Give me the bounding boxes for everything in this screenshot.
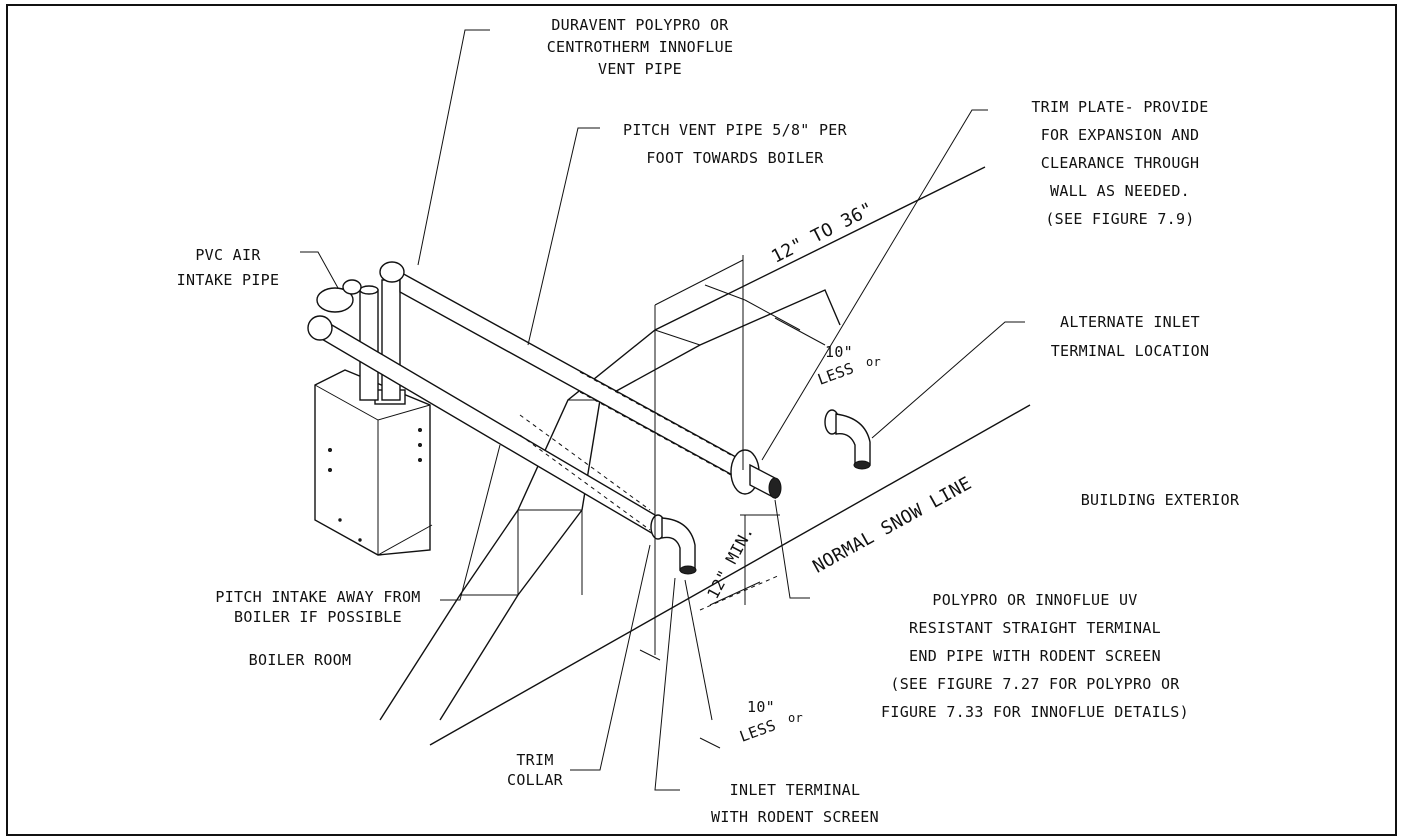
polypro-line-4: (SEE FIGURE 7.27 FOR POLYPRO OR <box>890 675 1180 693</box>
air-intake-line-2: INTAKE PIPE <box>177 271 280 289</box>
label-pitch-intake: PITCH INTAKE AWAY FROM BOILER IF POSSIBL… <box>215 588 420 626</box>
building-exterior-label: BUILDING EXTERIOR <box>1081 491 1240 509</box>
frame-border <box>6 4 1397 836</box>
dimension-10-or-less-lower: 10" LESS or <box>737 698 803 746</box>
label-alternate-inlet: ALTERNATE INLET TERMINAL LOCATION <box>1051 313 1210 360</box>
polypro-line-5: FIGURE 7.33 FOR INNOFLUE DETAILS) <box>881 703 1189 721</box>
trim-collar-line-2: COLLAR <box>507 771 564 789</box>
dim-10-upper-or: or <box>866 355 881 369</box>
vent-terminal <box>730 449 782 500</box>
vent-pipe-line-2: CENTROTHERM INNOFLUE <box>547 38 734 56</box>
trim-plate-line-1: TRIM PLATE- PROVIDE <box>1031 98 1208 116</box>
pitch-intake-line-2: BOILER IF POSSIBLE <box>234 608 402 626</box>
inlet-terminal <box>650 514 697 575</box>
dimension-12-min-label: 12" MIN. <box>703 523 757 602</box>
dim-10-upper-value: 10" <box>825 343 853 361</box>
alternate-inlet-line-2: TERMINAL LOCATION <box>1051 342 1210 360</box>
pitch-vent-line-2: FOOT TOWARDS BOILER <box>646 149 824 167</box>
label-pitch-vent: PITCH VENT PIPE 5/8" PER FOOT TOWARDS BO… <box>623 121 848 167</box>
leader-lines <box>300 29 1025 791</box>
label-trim-collar: TRIM COLLAR <box>507 751 564 789</box>
dimension-10-or-less-upper: 10" LESS or <box>815 343 881 389</box>
boiler-room-label: BOILER ROOM <box>249 651 352 669</box>
vent-pipe <box>379 261 746 484</box>
inlet-terminal-line-1: INLET TERMINAL <box>730 781 861 799</box>
trim-collar-line-1: TRIM <box>516 751 553 769</box>
pitch-vent-line-1: PITCH VENT PIPE 5/8" PER <box>623 121 848 139</box>
inlet-terminal-line-2: WITH RODENT SCREEN <box>711 808 879 826</box>
label-air-intake: PVC AIR INTAKE PIPE <box>177 246 280 289</box>
dimension-12-to-36-label: 12" TO 36" <box>768 198 877 267</box>
pitch-intake-line-1: PITCH INTAKE AWAY FROM <box>215 588 420 606</box>
trim-plate-line-3: CLEARANCE THROUGH <box>1041 154 1200 172</box>
alternate-inlet-line-1: ALTERNATE INLET <box>1060 313 1200 331</box>
label-vent-pipe: DURAVENT POLYPRO OR CENTROTHERM INNOFLUE… <box>547 16 734 78</box>
label-polypro-terminal: POLYPRO OR INNOFLUE UV RESISTANT STRAIGH… <box>881 591 1189 721</box>
label-inlet-terminal: INLET TERMINAL WITH RODENT SCREEN <box>711 781 879 826</box>
dim-10-upper-less: LESS <box>815 359 856 389</box>
polypro-line-2: RESISTANT STRAIGHT TERMINAL <box>909 619 1161 637</box>
dimension-lines <box>639 255 826 749</box>
polypro-line-1: POLYPRO OR INNOFLUE UV <box>932 591 1137 609</box>
air-intake-line-1: PVC AIR <box>195 246 261 264</box>
dim-10-lower-or: or <box>788 711 803 725</box>
polypro-line-3: END PIPE WITH RODENT SCREEN <box>909 647 1161 665</box>
dim-10-lower-value: 10" <box>747 698 775 716</box>
vent-pipe-line-3: VENT PIPE <box>598 60 682 78</box>
dim-10-lower-less: LESS <box>737 716 778 746</box>
snow-line-label: NORMAL SNOW LINE <box>809 473 975 578</box>
trim-plate-line-4: WALL AS NEEDED. <box>1050 182 1190 200</box>
alternate-inlet-terminal <box>824 409 871 470</box>
label-trim-plate: TRIM PLATE- PROVIDE FOR EXPANSION AND CL… <box>1031 98 1208 228</box>
vent-pipe-line-1: DURAVENT POLYPRO OR <box>551 16 729 34</box>
trim-plate-line-2: FOR EXPANSION AND <box>1041 126 1200 144</box>
trim-plate-line-5: (SEE FIGURE 7.9) <box>1045 210 1194 228</box>
